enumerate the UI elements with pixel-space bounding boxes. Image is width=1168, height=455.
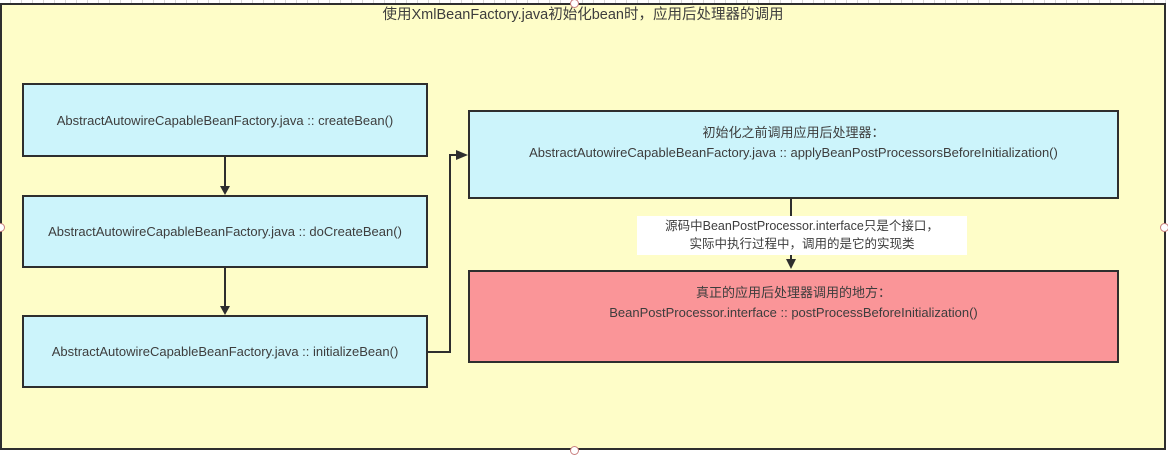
node-apply-before-initialization[interactable]: 初始化之前调用应用后处理器： AbstractAutowireCapableBe… (468, 110, 1119, 199)
resize-handle-top[interactable] (570, 0, 579, 8)
resize-handle-left[interactable] (0, 223, 5, 232)
node-createbean[interactable]: AbstractAutowireCapableBeanFactory.java … (22, 83, 428, 157)
node-initializebean-label: AbstractAutowireCapableBeanFactory.java … (51, 344, 399, 359)
node-postprocess-line1: 真正的应用后处理器调用的地方： (695, 285, 891, 300)
node-apply-before-initialization-line2: AbstractAutowireCapableBeanFactory.java … (529, 145, 1058, 160)
node-createbean-label: AbstractAutowireCapableBeanFactory.java … (56, 112, 394, 128)
node-docreatebean[interactable]: AbstractAutowireCapableBeanFactory.java … (22, 195, 428, 268)
resize-handle-right[interactable] (1160, 223, 1168, 232)
node-apply-before-initialization-line1: 初始化之前调用应用后处理器： (702, 125, 885, 140)
ruler-strip (0, 0, 1168, 4)
edge-label-beanpostprocessor-note[interactable]: 源码中BeanPostProcessor.interface只是个接口， 实际中… (637, 216, 967, 255)
node-docreatebean-label: AbstractAutowireCapableBeanFactory.java … (48, 224, 402, 239)
edge-label-line2: 实际中执行过程中，调用的是它的实现类 (689, 237, 915, 251)
node-initializebean[interactable]: AbstractAutowireCapableBeanFactory.java … (22, 315, 428, 388)
node-postprocess-line2: BeanPostProcessor.interface :: postProce… (609, 305, 978, 320)
node-postprocess-before-initialization[interactable]: 真正的应用后处理器调用的地方： BeanPostProcessor.interf… (468, 270, 1119, 363)
diagram-title: 使用XmlBeanFactory.java初始化bean时，应用后处理器的调用 (382, 7, 784, 23)
edge-label-line1: 源码中BeanPostProcessor.interface只是个接口， (665, 219, 939, 233)
